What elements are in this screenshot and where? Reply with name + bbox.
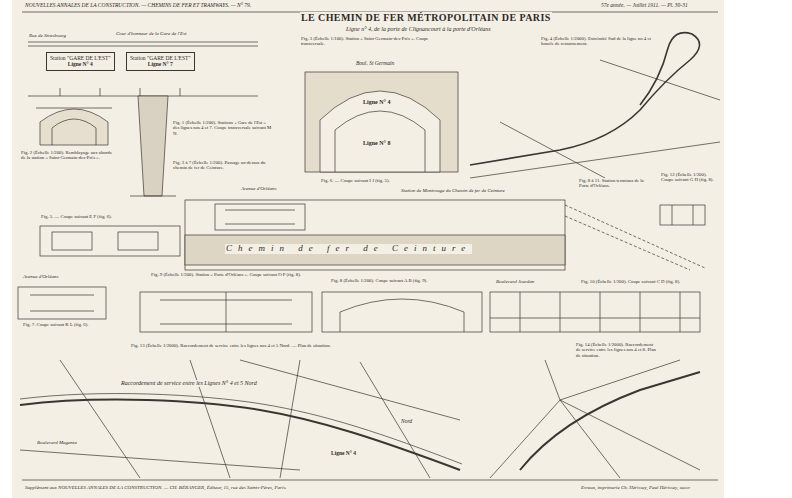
drawing-line [130, 196, 176, 197]
plate-title: LE CHEMIN DE FER MÉTROPOLITAIN DE PARIS [300, 12, 552, 23]
figure-caption: Fig. 1 (Échelle 1/200). Stations « Gare … [172, 120, 274, 136]
drawing-line [160, 292, 292, 332]
figure-caption: Fig. 2 (Échelle 1/200). Remblayage aux a… [20, 150, 114, 161]
drawing-line [52, 119, 96, 145]
drawing-line [22, 480, 718, 481]
drawing-line [185, 235, 565, 265]
drawing-line [215, 204, 305, 230]
drawing-line [320, 91, 440, 172]
drawing-line [20, 360, 460, 478]
line-name: Ligne N° 7 [130, 61, 191, 67]
figure-caption: Fig. 12 (Échelle 1/200). Coupe suivant G… [660, 172, 720, 183]
drawing-line [40, 226, 180, 256]
footer-text: Supplément aux NOUVELLES ANNALES DE LA C… [24, 485, 288, 491]
line-name: Ligne N° 4 [362, 99, 391, 106]
line-name: Nord [400, 418, 413, 424]
drawing-line [520, 372, 700, 470]
figure-caption: Fig. 8 (Échelle 1/200). Coupe suivant A … [330, 278, 428, 283]
drawing-line [36, 108, 112, 109]
footer-text: Evreux, imprimerie Ch. Hérissey, Paul Hé… [580, 485, 691, 491]
street-name: Rue de Strasbourg [28, 33, 67, 39]
drawing-line [490, 292, 700, 332]
figure-caption: Fig. 3 à 7 (Échelle 1/200). Passage au-d… [172, 160, 274, 171]
place-name: Cour d'honneur de la Gare de l'Est [115, 31, 187, 37]
figure-caption: Fig. 3 (Échelle 1/100). Station « Saint-… [300, 36, 452, 47]
street-name: Avenue d'Orléans [240, 186, 277, 192]
station-name: Station "GARE DE L'EST" [50, 55, 111, 61]
drawing-line [490, 360, 700, 478]
drawing-line [18, 287, 106, 319]
figure-caption: Fig. 4 (Échelle 1/2000). Extrémité Sud d… [540, 36, 662, 47]
drawing-line [672, 205, 693, 225]
header-text: 57e année. — Juillet 1911. — Pl. 30-31 [600, 2, 689, 8]
drawing-line [30, 295, 94, 311]
figure-caption: Fig. 8 à 11. Station terminus de la Port… [578, 178, 650, 189]
figure-caption: Fig. 7. Coupe suivant K L (fig. 6). [22, 322, 104, 327]
drawing-line [660, 205, 705, 225]
drawing-line [225, 210, 295, 224]
station-box: Station "GARE DE L'EST"Ligne N° 4 [46, 52, 115, 71]
drawing-line [20, 394, 462, 464]
drawing-line [28, 42, 258, 96]
drawing-line [335, 111, 425, 172]
drawing-line [118, 232, 158, 250]
figure-caption: Fig. 5. — Coupe suivant E F (fig. 6). [40, 214, 113, 219]
drawing-line [490, 292, 700, 332]
drawing-line [322, 292, 482, 332]
drawing-line [40, 109, 108, 145]
street-name: Boul. St Germain [355, 60, 395, 66]
drawing-line [470, 60, 720, 178]
drawing-line [60, 88, 180, 96]
subtitle: Ligne n° 4, de la porte de Clignancourt … [345, 26, 492, 33]
street-name: Boulevard Magenta [36, 440, 78, 446]
railway-name: Chemin de fer de Ceinture [225, 244, 472, 254]
figure-caption: Fig. 14 (Échelle 1/2000). Raccordement d… [575, 342, 657, 358]
figure-caption: Fig. 13 (Échelle 1/2000). Raccordement d… [130, 343, 462, 348]
drawing-line [565, 205, 705, 270]
drawing-line [340, 299, 464, 332]
drawing-line [185, 200, 565, 270]
street-name: Avenue d'Orléans [22, 274, 59, 280]
header-text: NOUVELLES ANNALES DE LA CONSTRUCTION. — … [24, 2, 252, 8]
drawing-line [52, 232, 92, 250]
place-name: Station de Montrouge du Chemin de fer de… [400, 188, 506, 194]
drawing-line [470, 33, 700, 165]
street-name: Boulevard Jourdan [495, 279, 535, 285]
station-name: Station "GARE DE L'EST" [130, 55, 191, 61]
station-box: Station "GARE DE L'EST"Ligne N° 7 [126, 52, 195, 71]
figure-caption: Fig. 10 (Échelle 1/200). Coupe suivant C… [580, 279, 681, 284]
figure-caption: Fig. 6. — Coupe suivant I J (fig. 5). [320, 178, 391, 183]
line-name: Ligne N° 4 [50, 61, 111, 67]
drawing-line [138, 96, 168, 196]
drawing-line [12, 0, 724, 498]
drawing-line [140, 292, 312, 332]
drawing-line [305, 72, 458, 172]
drawing-line [20, 400, 460, 470]
line-name: Ligne N° 4 [330, 450, 357, 456]
connection-name: Raccordement de service entre les Lignes… [120, 380, 258, 387]
line-name: Ligne N° 8 [362, 140, 391, 147]
figure-caption: Fig. 9 (Échelle 1/200). Station « Porte … [150, 272, 322, 277]
